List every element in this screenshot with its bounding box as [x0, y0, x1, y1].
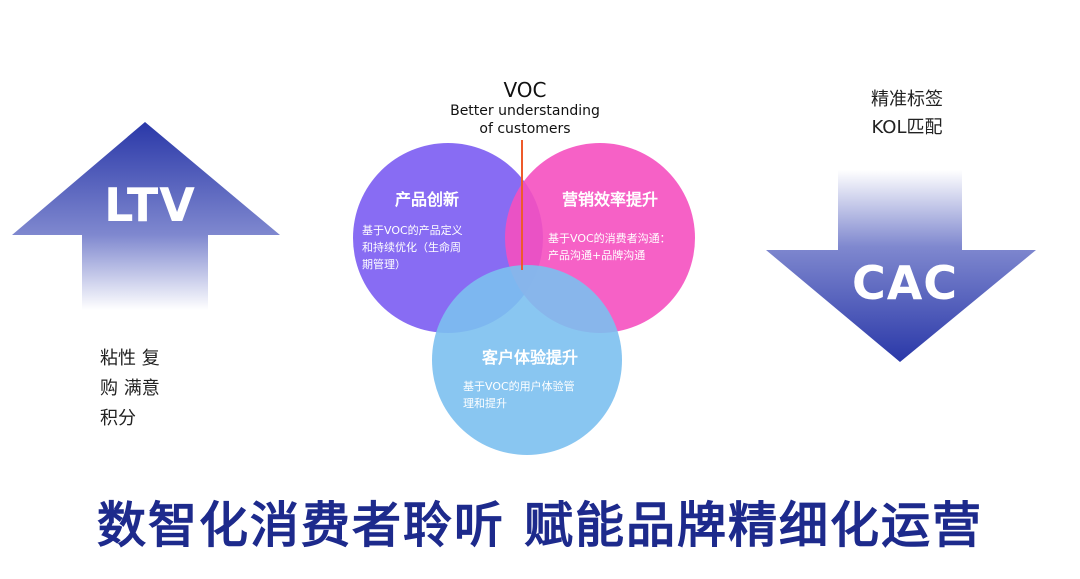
- desc-line: 基于VOC的消费者沟通：: [548, 232, 671, 245]
- voc-title: VOC: [503, 78, 547, 102]
- ltv-note-line: 粘性 复: [100, 348, 160, 369]
- footer-slogan: 数智化消费者聆听 赋能品牌精细化运营: [96, 496, 984, 554]
- ltv-label: LTV: [104, 178, 196, 232]
- product-innovation-title: 产品创新: [394, 190, 459, 209]
- cac-down-arrow: [766, 170, 1036, 362]
- customer-experience-circle: [432, 265, 622, 455]
- desc-line: 产品沟通+品牌沟通: [548, 249, 646, 262]
- ltv-up-arrow: [12, 122, 280, 310]
- voc-subtitle-line1: Better understanding: [450, 103, 600, 119]
- cac-note-line: 精准标签: [871, 89, 943, 110]
- cac-note-line: KOL匹配: [871, 117, 943, 138]
- voc-subtitle: Better understanding of customers: [420, 102, 630, 138]
- desc-line: 理和提升: [463, 397, 507, 410]
- cac-notes: 精准标签 KOL匹配: [852, 86, 962, 142]
- ltv-note-line: 购 满意: [100, 378, 160, 399]
- desc-line: 期管理）: [362, 258, 406, 271]
- desc-line: 基于VOC的产品定义: [362, 224, 463, 237]
- ltv-note-line: 积分: [100, 408, 136, 429]
- desc-line: 和持续优化（生命周: [362, 241, 461, 254]
- marketing-efficiency-title: 营销效率提升: [561, 190, 658, 209]
- cac-label: CAC: [851, 256, 959, 310]
- customer-experience-title: 客户体验提升: [481, 348, 578, 367]
- voc-subtitle-line2: of customers: [479, 121, 571, 137]
- marketing-efficiency-desc: 基于VOC的消费者沟通： 产品沟通+品牌沟通: [548, 230, 698, 264]
- ltv-notes: 粘性 复 购 满意 积分: [100, 344, 160, 434]
- desc-line: 基于VOC的用户体验管: [463, 380, 575, 393]
- customer-experience-desc: 基于VOC的用户体验管 理和提升: [463, 378, 603, 412]
- product-innovation-desc: 基于VOC的产品定义 和持续优化（生命周 期管理）: [362, 222, 492, 273]
